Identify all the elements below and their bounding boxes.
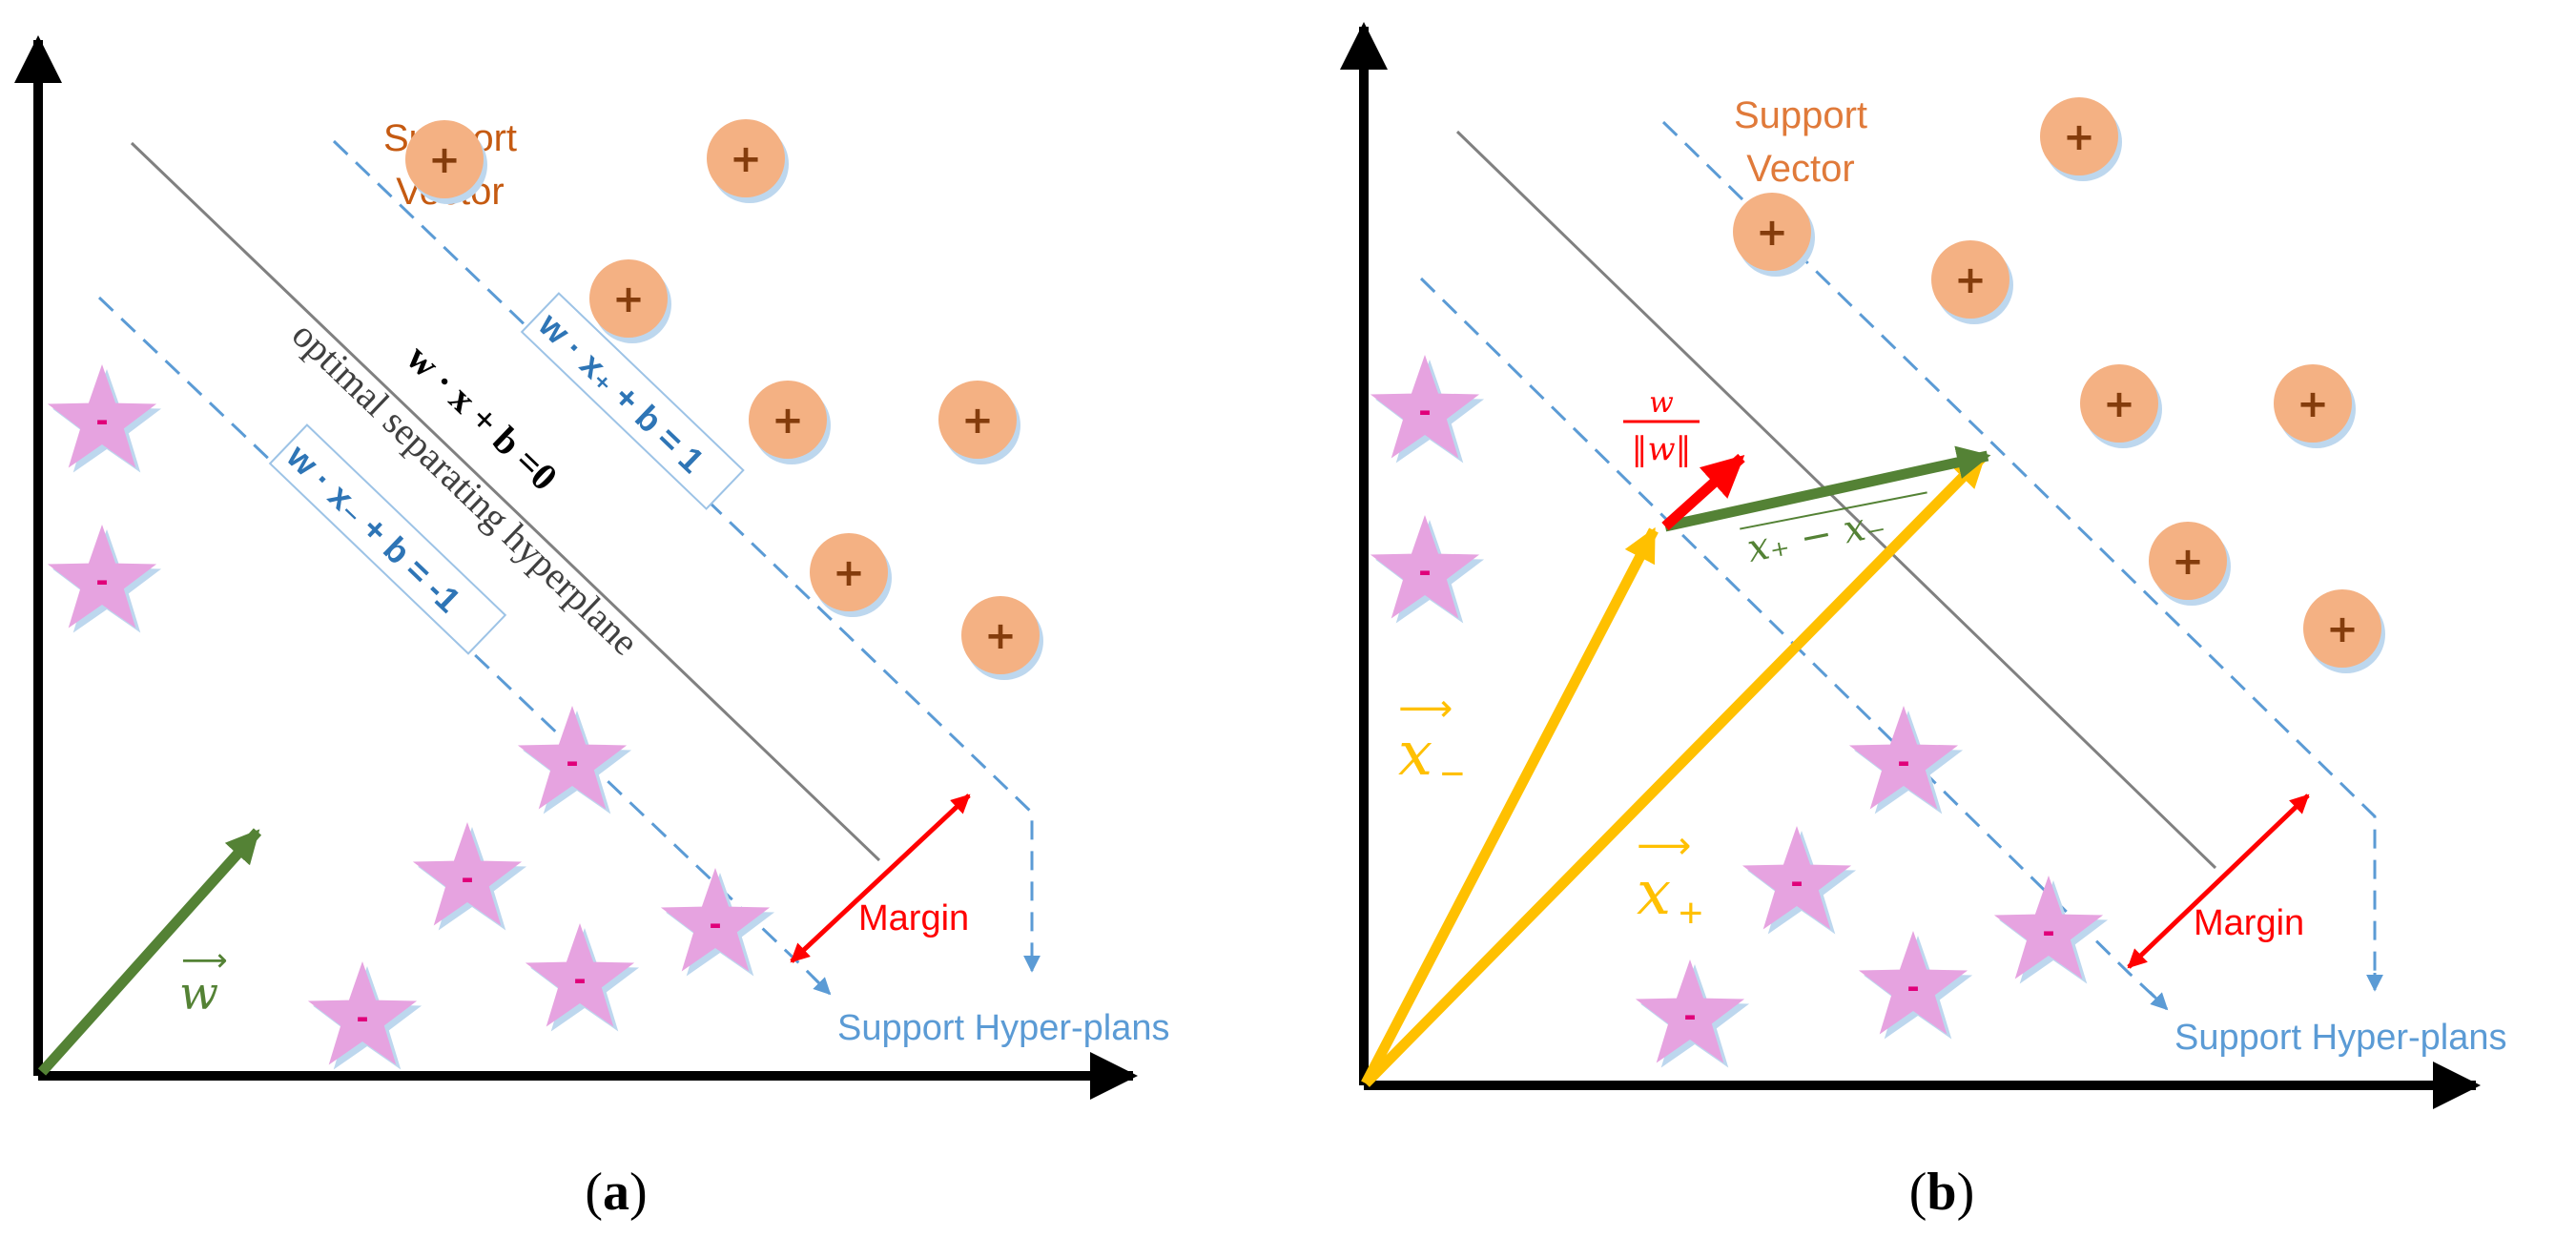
svg-text:+: +: [1756, 211, 1788, 255]
plus-circle-icon: +: [810, 533, 892, 617]
minus-star-icon: -: [1741, 826, 1857, 935]
plus-circle-icon: +: [938, 381, 1020, 464]
panel-b-caption: (b): [1909, 1163, 1974, 1222]
minus-star-icon: -: [412, 822, 527, 931]
panel-b: Margin Support Hyper-plans ⟶ x − ⟶ x + w…: [1340, 22, 2507, 1222]
minus-star-icon: -: [517, 706, 632, 814]
panel-a-caption: (a): [585, 1163, 647, 1222]
minus-star-icon: -: [1858, 931, 1973, 1040]
plus-circle-icon: +: [589, 259, 671, 343]
plus-circle-icon: +: [2274, 364, 2356, 448]
lower-support-hyperplane: [1419, 277, 2159, 1001]
plus-circle-icon: +: [1733, 193, 1815, 277]
svg-text:+: +: [428, 138, 461, 182]
unit-normal-vector-arrow: [1661, 453, 1745, 531]
plus-circle-icon: +: [707, 119, 789, 203]
svg-text:-: -: [1418, 553, 1431, 589]
plus-circle-icon: +: [1931, 240, 2013, 324]
support-hyperplanes-label: Support Hyper-plans: [2174, 1018, 2507, 1058]
positive-samples: + + + + + + +: [1733, 97, 2385, 673]
x-plus-label: x: [1637, 858, 1671, 929]
margin-label: Margin: [2194, 903, 2304, 943]
svg-text:+: +: [2297, 382, 2329, 426]
margin-arrow: [2127, 794, 2310, 969]
svg-text:-: -: [461, 860, 473, 897]
svg-text:+: +: [2326, 608, 2359, 651]
negative-samples: - - - - -: [1370, 355, 2109, 1068]
svg-text:-: -: [2042, 914, 2054, 950]
support-vector-label: Support: [1734, 94, 1867, 136]
svg-text:+: +: [2172, 540, 2204, 584]
svg-text:-: -: [95, 563, 108, 599]
x-minus-subscript: −: [1440, 751, 1465, 797]
minus-star-icon: -: [1848, 706, 1964, 814]
svg-text:+: +: [2103, 382, 2135, 426]
minus-star-icon: -: [1370, 515, 1485, 624]
support-hyperplanes-label: Support Hyper-plans: [837, 1008, 1170, 1048]
margin-arrow: [790, 794, 971, 963]
unit-w-denominator: ‖w‖: [1631, 430, 1691, 468]
x-minus-accent: ⟶: [1398, 688, 1453, 730]
upper-support-hyperplane: [1661, 120, 2377, 982]
x-plus-vector-arrow: [1362, 452, 1988, 1087]
unit-w-numerator: w: [1649, 386, 1674, 420]
difference-vector-arrow: [1663, 445, 1991, 532]
plus-circle-icon: +: [405, 120, 487, 204]
svg-text:+: +: [961, 399, 994, 443]
minus-star-icon: -: [47, 525, 162, 633]
svg-text:-: -: [1683, 998, 1696, 1034]
minus-star-icon: -: [47, 364, 162, 473]
positive-samples: + + + + + + +: [405, 119, 1043, 680]
svg-text:-: -: [356, 1000, 368, 1036]
lower-support-arrowhead: [2148, 990, 2169, 1011]
support-vector-label-line2: Vector: [1746, 148, 1854, 190]
w-vector-label: w: [179, 967, 218, 1021]
x-plus-accent: ⟶: [1637, 825, 1691, 867]
optimal-hyperplane-line: [1455, 130, 2217, 870]
negative-samples: - - - - -: [47, 364, 775, 1070]
svg-text:-: -: [709, 906, 721, 942]
minus-star-icon: -: [1370, 355, 1485, 464]
difference-label: x₊ − x₋: [1743, 502, 1888, 571]
w-vector-arrow: [37, 828, 262, 1076]
plus-circle-icon: +: [2080, 364, 2162, 448]
svg-text:-: -: [95, 402, 108, 439]
svg-text:+: +: [772, 399, 804, 443]
plus-circle-icon: +: [2149, 522, 2231, 606]
svg-text:+: +: [2063, 115, 2095, 159]
x-minus-vector-arrow: [1361, 526, 1659, 1086]
svg-text:-: -: [1906, 969, 1919, 1005]
lower-support-arrowhead: [811, 975, 832, 996]
panel-a: Margin Support Hyper-plans w ⟶ w · x + b…: [13, 35, 1170, 1222]
svg-text:+: +: [984, 614, 1017, 658]
optimal-hyperplane-line: [130, 141, 881, 862]
plus-circle-icon: +: [2303, 589, 2385, 673]
svg-text:-: -: [1790, 864, 1803, 900]
w-vector-arrow-accent: ⟶: [181, 942, 228, 979]
minus-star-icon: -: [525, 923, 640, 1032]
svg-text:-: -: [566, 744, 578, 780]
plus-circle-icon: +: [749, 381, 831, 464]
minus-star-icon: -: [660, 868, 775, 977]
minus-star-icon: -: [307, 961, 422, 1070]
svg-text:+: +: [730, 137, 762, 181]
plus-circle-icon: +: [961, 596, 1043, 680]
svg-text:-: -: [1897, 744, 1909, 780]
x-plus-subscript: +: [1679, 890, 1703, 937]
minus-star-icon: -: [1635, 959, 1750, 1068]
margin-label: Margin: [858, 898, 969, 938]
minus-star-icon: -: [1993, 876, 2109, 984]
svg-text:-: -: [1418, 393, 1431, 429]
svg-text:-: -: [573, 961, 586, 998]
lower-support-equation-box: w · x₋ + b = -1: [268, 423, 507, 655]
svg-text:+: +: [1954, 258, 1987, 302]
plus-circle-icon: +: [2040, 97, 2122, 181]
svg-text:+: +: [833, 551, 865, 595]
svg-text:+: +: [612, 278, 645, 321]
x-minus-label: x: [1398, 719, 1432, 790]
